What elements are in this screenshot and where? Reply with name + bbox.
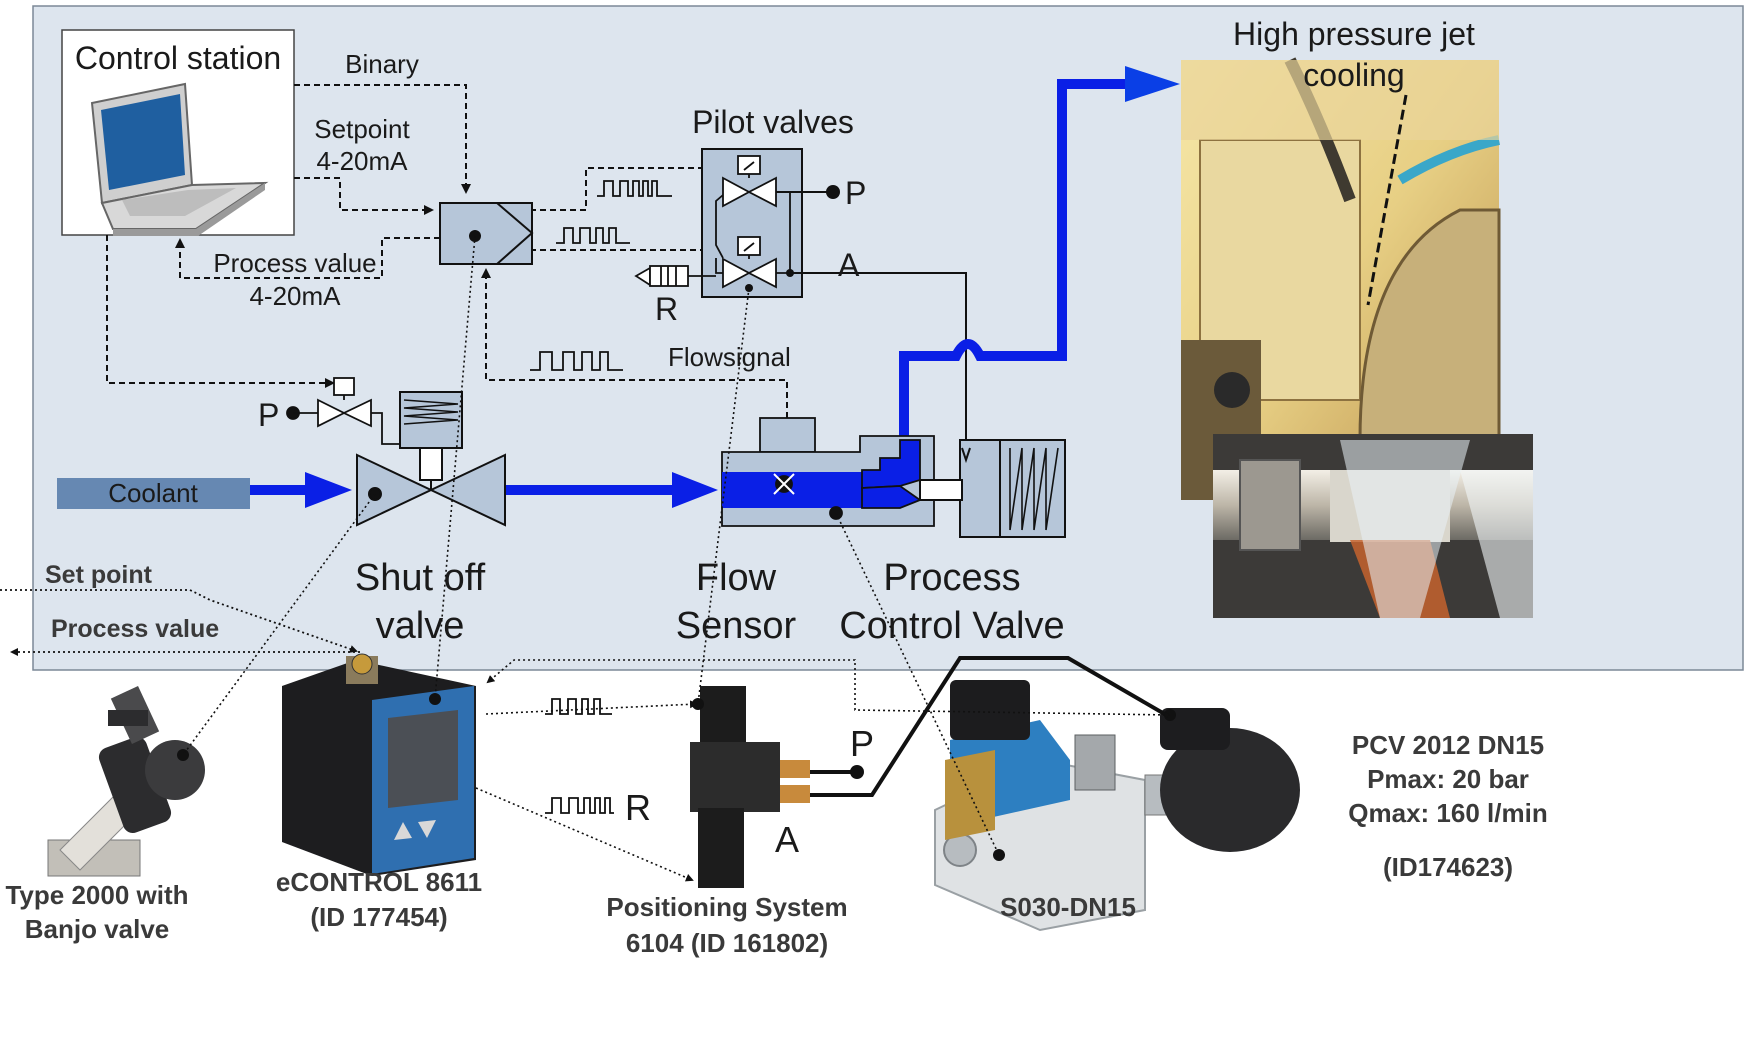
port-p-top-label: P <box>845 175 866 211</box>
flow-sensor-symbol <box>721 417 935 527</box>
port-p-bottom-dot <box>850 765 864 779</box>
banjo-valve-photo <box>47 686 205 877</box>
setpoint-range: 4-20mA <box>316 146 408 176</box>
control-station: Control station <box>61 29 295 236</box>
pcv-spec-id: (ID174623) <box>1383 852 1513 882</box>
pilot-valve-symbol <box>701 148 803 298</box>
grinding-photo <box>1213 434 1533 618</box>
pcv-valve-photo <box>1144 708 1300 852</box>
exhaust-silencer <box>634 265 716 287</box>
coolant-box <box>57 478 250 509</box>
positioning-system-photo <box>690 686 810 888</box>
correspondence-lines <box>182 235 1171 882</box>
port-r-top-label: R <box>655 291 678 327</box>
s030-sensor-photo <box>934 680 1146 932</box>
set-point-ext-label: Set point <box>45 561 153 589</box>
process-value-ext-label: Process value <box>51 615 219 643</box>
port-p-top <box>776 185 840 199</box>
econtrol-label-2: (ID 177454) <box>310 902 447 932</box>
process-control-valve-symbol <box>919 439 1066 538</box>
signal-lines <box>106 84 788 418</box>
control-station-label: Control station <box>75 40 281 76</box>
port-p-shutoff-label: P <box>258 397 279 433</box>
pulse-symbols-bottom <box>545 698 614 814</box>
air-lines-bottom <box>810 656 1170 797</box>
econtrol-label: eCONTROL 8611 <box>276 867 482 897</box>
flow-sensor-label: Flow <box>696 557 777 599</box>
flowsignal-label: Flowsignal <box>668 342 791 372</box>
hp-jet-label: High pressure jet <box>1233 16 1475 52</box>
positioning-label-2: 6104 (ID 161802) <box>626 928 828 958</box>
shutoff-pilot <box>286 377 426 445</box>
port-a-bottom-label: A <box>775 819 799 860</box>
pcv-spec-1: PCV 2012 DN15 <box>1352 730 1544 760</box>
shut-off-label: Shut off <box>355 557 486 599</box>
high-pressure-arrow <box>1125 66 1180 102</box>
process-value-label: Process value <box>213 248 376 278</box>
port-p-bottom-label: P <box>850 723 874 764</box>
controller-module <box>439 202 534 265</box>
type2000-label: Type 2000 with <box>5 880 188 910</box>
external-signal-lines <box>0 589 360 656</box>
binary-label: Binary <box>345 49 419 79</box>
coolant-flow-arrows <box>250 472 718 508</box>
pcv-spec-3: Qmax: 160 l/min <box>1348 798 1547 828</box>
coolant-label: Coolant <box>108 478 198 508</box>
shutoff-valve-symbol <box>356 453 506 527</box>
line-a-top <box>790 272 967 450</box>
positioning-label: Positioning System <box>606 892 847 922</box>
hp-jet-label-2: cooling <box>1303 57 1404 93</box>
port-r-bottom-label: R <box>625 787 651 828</box>
setpoint-label: Setpoint <box>314 114 410 144</box>
shutoff-actuator <box>399 391 463 490</box>
pcv-label: Process <box>883 557 1020 599</box>
pcv-spec-2: Pmax: 20 bar <box>1367 764 1529 794</box>
high-pressure-line <box>899 79 1135 440</box>
machine-photo <box>1181 57 1501 500</box>
process-value-range: 4-20mA <box>249 281 341 311</box>
s030-label: S030-DN15 <box>1000 892 1136 922</box>
laptop-icon <box>90 82 269 236</box>
econtrol-device-photo <box>282 653 476 876</box>
port-a-top-label: A <box>838 247 860 283</box>
pulse-symbols <box>530 180 672 371</box>
pcv-label-2: Control Valve <box>839 605 1064 647</box>
flow-sensor-label-2: Sensor <box>676 605 797 647</box>
pilot-valves-label: Pilot valves <box>692 104 854 140</box>
type2000-label-2: Banjo valve <box>25 914 170 944</box>
shut-off-label-2: valve <box>376 605 465 647</box>
